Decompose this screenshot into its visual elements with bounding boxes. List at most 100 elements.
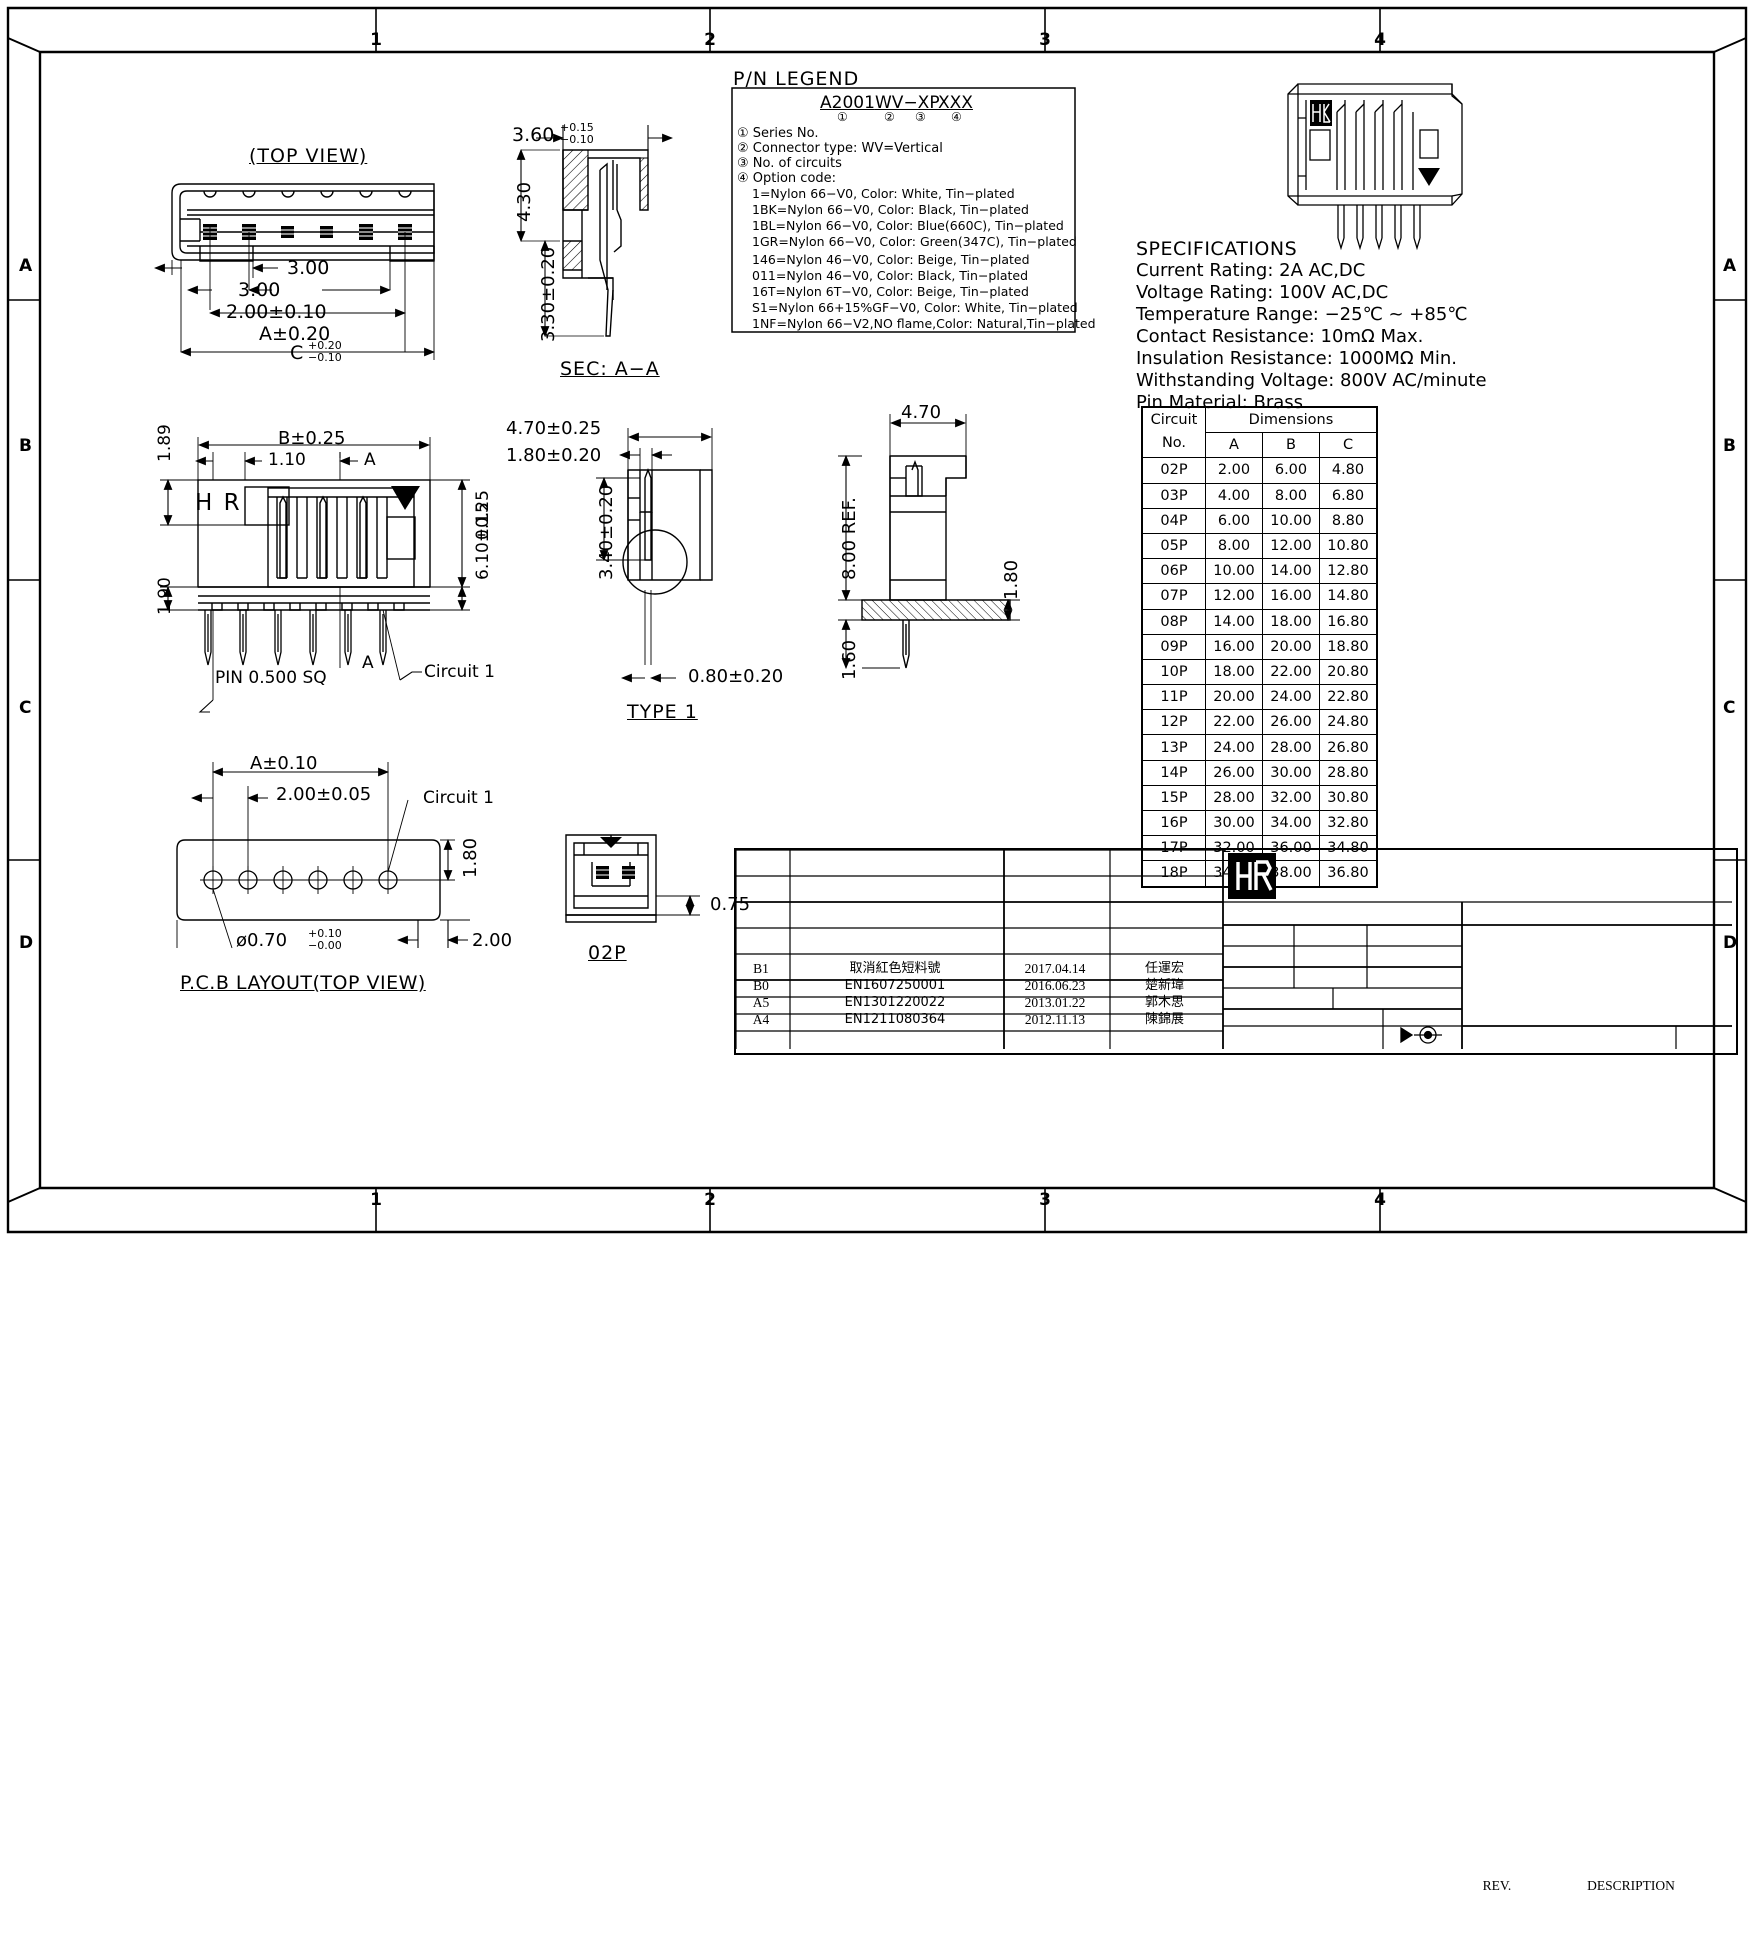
zone-row-a-left: A <box>19 256 33 276</box>
spec-line-6: Withstanding Voltage: 800V AC/minute <box>1136 370 1487 391</box>
front-dim-1-89: 1.89 <box>155 424 175 462</box>
front-section-label-top: A <box>364 450 376 470</box>
dimtable-cell-b: 8.00 <box>1262 482 1320 509</box>
pcb-dim-a: A±0.10 <box>250 753 318 774</box>
top-view-dim-a: A±0.20 <box>259 323 331 345</box>
type1-title: TYPE 1 <box>627 701 698 723</box>
revision-cell-name: 陳錦展 <box>1144 1012 1184 1027</box>
top-view-dim-3-00-b: 3.00 <box>238 279 281 301</box>
top-view-title: (TOP VIEW) <box>249 145 368 167</box>
sec-dim-4-30: 4.30 <box>514 181 535 222</box>
spec-line-1: Current Rating: 2A AC,DC <box>1136 260 1366 281</box>
top-view-dim-c-upper: +0.20 <box>308 339 342 352</box>
dimtable-cell-no: 02P <box>1141 457 1206 484</box>
dimtable-cell-b: 10.00 <box>1262 507 1320 534</box>
revision-cell-date: 2012.11.13 <box>1024 1012 1086 1027</box>
spec-line-5: Insulation Resistance: 1000MΩ Min. <box>1136 348 1457 369</box>
pn-option-7: 16T=Nylon 6T−V0, Color: Beige, Tin−plate… <box>752 284 1029 299</box>
top-view-dim-c-lower: −0.10 <box>308 351 342 364</box>
dimtable-cell-b: 32.00 <box>1262 784 1320 812</box>
pn-code-part-3: XXX <box>938 93 973 113</box>
revision-cell-date: 2013.01.22 <box>1024 995 1086 1010</box>
pn-callout-4: ④ <box>951 110 962 124</box>
top-view-dim-3-00-a: 3.00 <box>287 257 330 279</box>
pn-option-4: 1GR=Nylon 66−V0, Color: Green(347C), Tin… <box>752 234 1077 249</box>
dimtable-cell-no: 06P <box>1141 558 1206 585</box>
zone-col-3-bottom: 3 <box>1039 1190 1051 1210</box>
revision-cell-name: 郭木思 <box>1144 995 1184 1010</box>
dimtable-cell-a: 30.00 <box>1205 809 1263 837</box>
revision-cell-rev: A5 <box>752 995 770 1010</box>
dimtable-cell-b: 20.00 <box>1262 633 1320 660</box>
side-dim-1-80: 1.80 <box>1001 559 1022 600</box>
dimtable-cell-c: 8.80 <box>1319 507 1378 534</box>
end-view-title: 02P <box>588 942 627 964</box>
specifications-title: SPECIFICATIONS <box>1136 238 1298 260</box>
sec-dim-3-30: 3.30±0.20 <box>538 246 559 342</box>
dimtable-cell-a: 24.00 <box>1205 734 1263 761</box>
dimtable-cell-b: 28.00 <box>1262 734 1320 761</box>
dimtable-cell-no: 08P <box>1141 608 1206 635</box>
pn-item-1: ① Series No. <box>737 126 819 141</box>
dimtable-cell-c: 26.80 <box>1319 734 1378 761</box>
dimtable-cell-no: 11P <box>1141 684 1206 711</box>
dimtable-cell-no: 03P <box>1141 482 1206 509</box>
top-view-dim-c: C <box>290 342 304 364</box>
dimtable-col-a: A <box>1205 432 1263 459</box>
sec-dim-3-60: 3.60 <box>512 124 555 146</box>
dimtable-cell-b: 12.00 <box>1262 532 1320 560</box>
pn-callout-2: ② <box>884 110 895 124</box>
rev-header-date: DATE <box>1738 1879 1754 1893</box>
revision-cell-date: 2016.06.23 <box>1024 978 1086 993</box>
pn-option-2: 1BK=Nylon 66−V0, Color: Black, Tin−plate… <box>752 202 1029 217</box>
end-view-dim-0-75: 0.75 <box>710 894 751 915</box>
zone-row-d-right: D <box>1723 933 1738 953</box>
revision-cell-description: 取消紅色短料號 <box>849 961 941 976</box>
zone-row-a-right: A <box>1723 256 1737 276</box>
zone-col-1: 1 <box>370 30 382 50</box>
pn-option-6: 011=Nylon 46−V0, Color: Black, Tin−plate… <box>752 268 1029 283</box>
dimtable-cell-no: 15P <box>1141 784 1206 812</box>
dimtable-cell-b: 14.00 <box>1262 558 1320 585</box>
type1-dim-4-70: 4.70±0.25 <box>506 418 602 439</box>
dimtable-cell-no: 07P <box>1141 583 1206 610</box>
front-dim-1-10: 1.10 <box>268 450 306 470</box>
dimtable-col-c: C <box>1319 432 1378 459</box>
dimtable-cell-a: 26.00 <box>1205 759 1263 786</box>
dimtable-cell-c: 32.80 <box>1319 809 1378 837</box>
dimtable-cell-no: 13P <box>1141 734 1206 761</box>
type1-dim-3-40: 3.40±0.20 <box>596 484 617 580</box>
pn-code-part-2: WV−XP <box>875 93 940 113</box>
dimtable-header-circuit: Circuit <box>1150 412 1198 428</box>
pn-option-3: 1BL=Nylon 66−V0, Color: Blue(660C), Tin−… <box>752 218 1064 233</box>
dimtable-cell-b: 18.00 <box>1262 608 1320 635</box>
pn-option-8: S1=Nylon 66+15%GF−V0, Color: White, Tin−… <box>752 300 1078 315</box>
revision-cell-description: EN1211080364 <box>844 1012 946 1027</box>
engineering-drawing-sheet <box>6 6 1748 1234</box>
revision-cell-rev: B1 <box>753 961 769 976</box>
pcb-hole-dia-upper: +0.10 <box>308 927 342 940</box>
zone-col-2-bottom: 2 <box>704 1190 716 1210</box>
rev-header-description: DESCRIPTION <box>1587 1878 1675 1893</box>
dimtable-cell-c: 20.80 <box>1319 658 1378 686</box>
dimtable-cell-c: 18.80 <box>1319 633 1378 660</box>
dimtable-cell-a: 2.00 <box>1205 457 1263 484</box>
pn-item-2: ② Connector type: WV=Vertical <box>737 141 943 156</box>
dimtable-cell-a: 4.00 <box>1205 482 1263 509</box>
dimtable-cell-no: 12P <box>1141 709 1206 736</box>
pcb-hole-dia-lower: −0.00 <box>308 939 342 952</box>
sec-dim-3-60-upper: +0.15 <box>560 121 594 134</box>
dimtable-cell-b: 34.00 <box>1262 809 1320 837</box>
dimtable-cell-no: 18P <box>1141 860 1206 888</box>
pn-option-5: 146=Nylon 46−V0, Color: Beige, Tin−plate… <box>752 252 1030 267</box>
dimtable-cell-a: 12.00 <box>1205 583 1263 610</box>
pn-item-4: ④ Option code: <box>737 171 837 186</box>
side-dim-4-70: 4.70 <box>901 402 942 423</box>
